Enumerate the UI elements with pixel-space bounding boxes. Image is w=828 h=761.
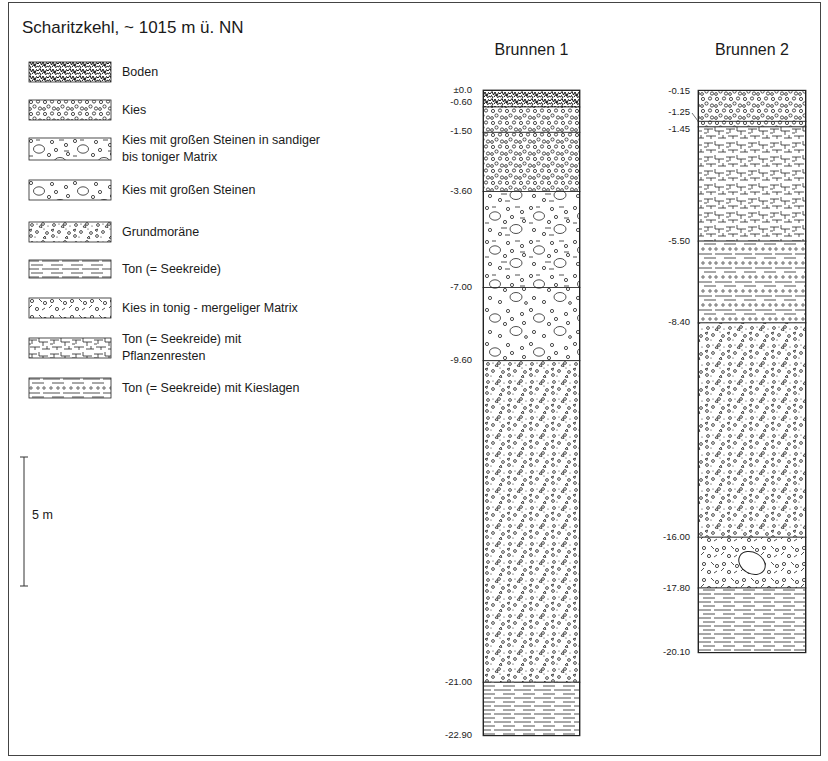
legend-swatch <box>28 259 112 279</box>
layer-ton-pflanzen <box>698 127 806 241</box>
layer-grundmoraene <box>483 361 580 683</box>
legend-swatch <box>28 297 112 319</box>
borehole-column: Brunnen 2 <box>698 90 806 653</box>
borehole-column-2 <box>698 90 806 653</box>
legend-text: Boden <box>122 64 158 81</box>
legend-swatch <box>28 221 112 243</box>
legend-text: Kies <box>122 102 146 119</box>
legend-swatch <box>28 61 112 83</box>
layer-boden <box>483 90 580 107</box>
legend-entry: Grundmoräne <box>28 221 199 243</box>
legend-entry: Boden <box>28 61 158 83</box>
legend-text: Kies mit großen Steinen <box>122 182 255 199</box>
borehole-column-1 <box>483 90 580 736</box>
depth-label: -5.50 <box>668 236 690 247</box>
column-heading: Brunnen 1 <box>454 41 609 59</box>
layer-kies-steine <box>483 287 580 360</box>
layer-kies-tonig <box>698 537 806 588</box>
frame <box>9 3 821 756</box>
legend-swatch-fill <box>29 260 111 278</box>
legend-swatch <box>28 99 112 121</box>
depth-label: -9.60 <box>450 355 472 366</box>
legend-text: Ton (= Seekreide) mit Pflanzenresten <box>122 331 322 365</box>
depth-label: ±0.0 <box>454 85 472 96</box>
legend-entry: Ton (= Seekreide) mit Pflanzenresten <box>28 331 322 365</box>
legend-swatch-fill <box>29 62 111 82</box>
depth-label: -1.45 <box>668 124 690 135</box>
depth-label: -22.90 <box>445 730 472 741</box>
legend-swatch <box>28 337 112 359</box>
legend-entry: Kies mit großen Steinen <box>28 179 255 201</box>
legend-swatch-fill <box>29 138 111 160</box>
depth-label: -0.15 <box>668 86 690 97</box>
depth-label: -1.50 <box>450 126 472 137</box>
depth-label: -8.40 <box>668 317 690 328</box>
layer-ton-kieslagen <box>698 241 806 323</box>
legend-entry: Ton (= Seekreide) mit Kieslagen <box>28 377 300 399</box>
depth-label: -0.60 <box>450 97 472 108</box>
layer-kies <box>698 90 806 121</box>
depth-label: -20.10 <box>663 647 690 658</box>
legend-entry: Kies mit großen Steinen in sandiger bis … <box>28 132 322 166</box>
legend-text: Ton (= Seekreide) <box>122 261 221 278</box>
layer-kies <box>483 107 580 132</box>
legend-swatch-fill <box>29 338 111 358</box>
layer-kies <box>698 121 806 127</box>
legend-swatch-fill <box>29 298 111 318</box>
scale-label: 5 m <box>32 508 53 522</box>
legend-swatch-fill <box>29 222 111 242</box>
legend-text: Ton (= Seekreide) mit Kieslagen <box>122 380 300 397</box>
legend-text: Kies in tonig - mergeliger Matrix <box>122 300 298 317</box>
legend-swatch <box>28 137 112 161</box>
legend-text: Grundmoräne <box>122 224 199 241</box>
depth-label: -16.00 <box>663 532 690 543</box>
scale-bar <box>20 457 28 586</box>
legend-swatch <box>28 179 112 201</box>
depth-label: -1.25 <box>668 107 690 118</box>
legend-swatch-fill <box>29 180 111 200</box>
column-heading: Brunnen 2 <box>669 41 828 59</box>
depth-label: -21.00 <box>445 677 472 688</box>
legend-entry: Ton (= Seekreide) <box>28 259 221 279</box>
layer-kies-steine-matrix <box>483 192 580 288</box>
legend-entry: Kies <box>28 99 146 121</box>
layer-ton <box>483 682 580 736</box>
layer-kies <box>483 132 580 191</box>
depth-label: -3.60 <box>450 186 472 197</box>
title: Scharitzkehl, ~ 1015 m ü. NN <box>22 18 244 38</box>
layer-ton <box>698 588 806 653</box>
legend-swatch-fill <box>29 378 111 398</box>
large-stone <box>735 547 770 579</box>
borehole-column: Brunnen 1 <box>483 90 580 736</box>
legend-swatch-fill <box>29 100 111 120</box>
legend-swatch <box>28 377 112 399</box>
legend-entry: Kies in tonig - mergeliger Matrix <box>28 297 298 319</box>
legend-text: Kies mit großen Steinen in sandiger bis … <box>122 132 322 166</box>
depth-label: -7.00 <box>450 282 472 293</box>
depth-label: -17.80 <box>663 583 690 594</box>
layer-grundmoraene <box>698 323 806 537</box>
